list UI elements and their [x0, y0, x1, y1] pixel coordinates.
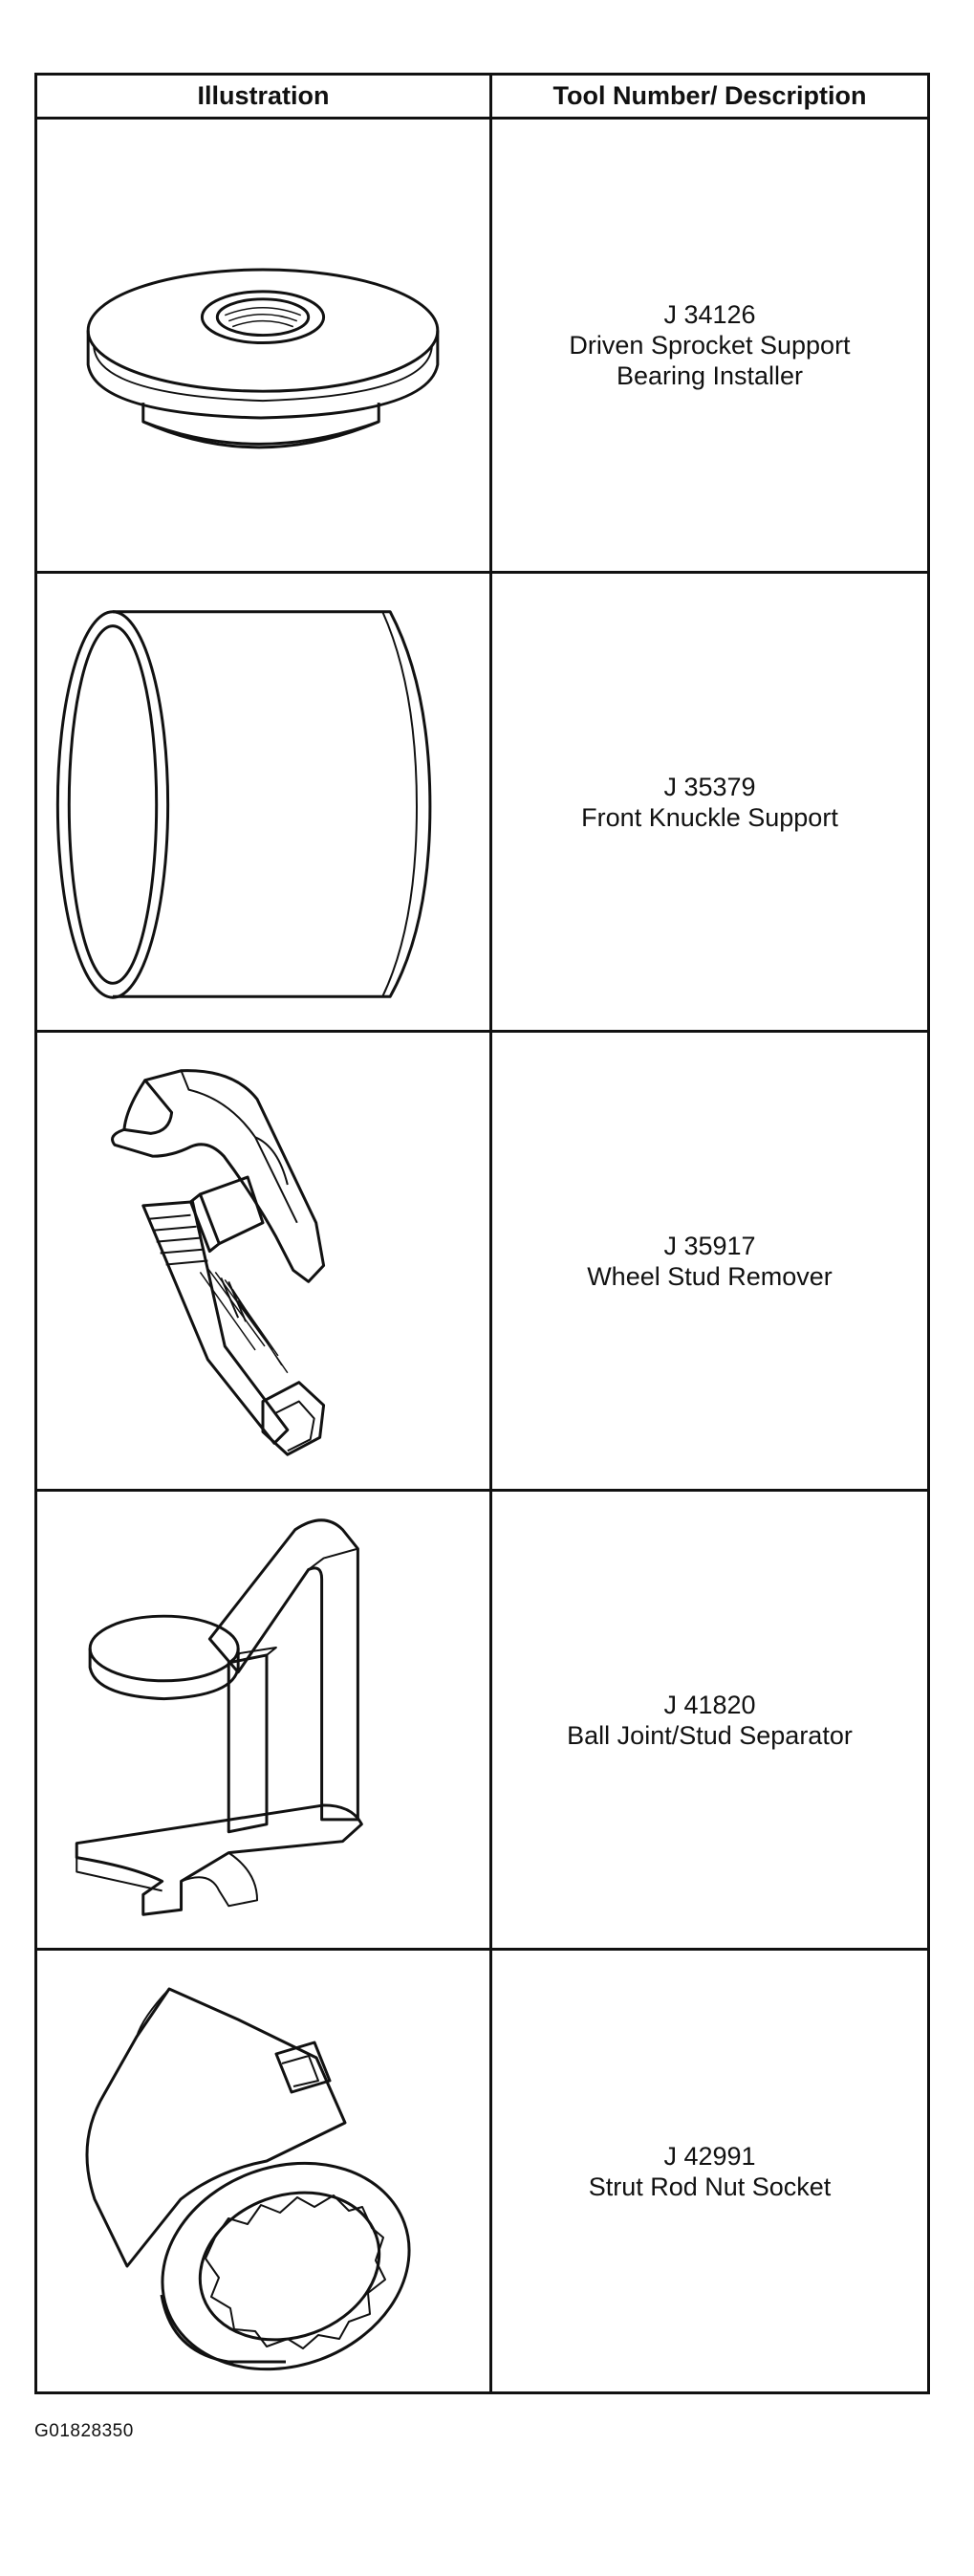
knuckle-support-cylinder-icon — [37, 574, 489, 1030]
tool-description: Wheel Stud Remover — [587, 1261, 833, 1291]
tool-number: J 35917 — [663, 1231, 756, 1260]
strut-rod-socket-icon — [37, 1951, 489, 2391]
table-row: J 41820 Ball Joint/Stud Separator — [37, 1492, 927, 1951]
tool-number: J 41820 — [663, 1690, 756, 1719]
header-illustration: Illustration — [197, 81, 330, 110]
figure-id: G01828350 — [34, 2421, 134, 2441]
table-header: Illustration Tool Number/ Description — [37, 76, 927, 120]
bearing-installer-icon — [37, 120, 489, 571]
tool-description: Front Knuckle Support — [581, 802, 838, 832]
tool-table: Illustration Tool Number/ Description J … — [34, 73, 930, 2394]
table-row: J 35379 Front Knuckle Support — [37, 574, 927, 1033]
ball-joint-separator-icon — [37, 1492, 489, 1948]
tool-number: J 42991 — [663, 2141, 756, 2171]
tool-description: Strut Rod Nut Socket — [588, 2172, 832, 2201]
tool-number: J 35379 — [663, 772, 756, 801]
column-divider — [489, 76, 492, 2391]
tool-number: J 34126 — [663, 300, 756, 329]
tool-description: Driven Sprocket Support — [569, 331, 851, 360]
table-row: J 34126 Driven Sprocket Support Bearing … — [37, 120, 927, 574]
table-row: J 35917 Wheel Stud Remover — [37, 1033, 927, 1492]
table-row: J 42991 Strut Rod Nut Socket — [37, 1951, 927, 2391]
wheel-stud-remover-icon — [37, 1033, 489, 1489]
tool-description: Ball Joint/Stud Separator — [567, 1720, 853, 1750]
tool-description: Bearing Installer — [616, 361, 804, 390]
header-tool-number: Tool Number/ Description — [552, 81, 867, 110]
